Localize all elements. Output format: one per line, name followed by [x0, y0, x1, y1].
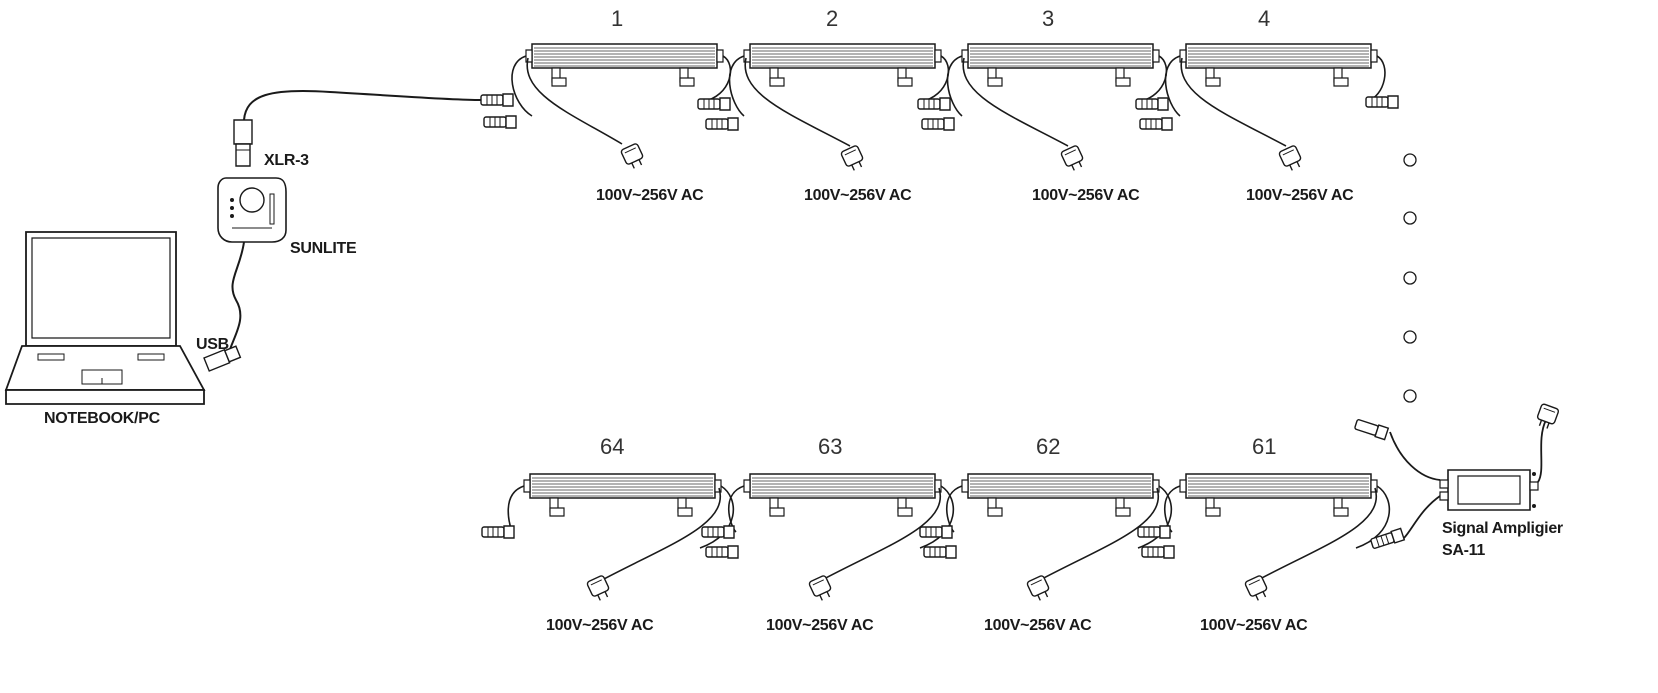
- fixture-62-xlr-out: [923, 545, 957, 559]
- fixture-2-number: 2: [826, 6, 839, 31]
- fixture-63-power-plug: [807, 574, 835, 604]
- fixture-4-number: 4: [1258, 6, 1271, 31]
- fixture-64-power-plug: [585, 574, 613, 604]
- amplifier-input-xlr: [1354, 418, 1388, 439]
- fixture-63-xlr-out: [705, 545, 739, 559]
- xlr-plug: [234, 120, 252, 166]
- amplifier-output-cable: [1404, 496, 1440, 538]
- fixture-3-xlr-in: [917, 97, 951, 111]
- fixture-1-number: 1: [611, 6, 624, 31]
- amplifier-label: Signal Ampligier: [1442, 520, 1563, 537]
- fixture-3: [948, 43, 1167, 146]
- fixture-63-voltage: 100V~256V AC: [766, 617, 874, 634]
- signal-amplifier-box: [1440, 470, 1538, 510]
- fixture-4-xlr-out: [1139, 117, 1173, 131]
- fixture-61-number: 61: [1252, 434, 1277, 459]
- fixture-1-xlr-out: [483, 115, 517, 129]
- xlr-label: XLR-3: [264, 152, 309, 169]
- notebook-label: NOTEBOOK/PC: [44, 410, 160, 427]
- dmx-cable-to-fixture-1: [244, 91, 481, 120]
- sunlite-label: SUNLITE: [290, 240, 357, 257]
- fixture-64-voltage: 100V~256V AC: [546, 617, 654, 634]
- amplifier-power-cable: [1538, 420, 1546, 482]
- fixture-63: [729, 473, 954, 580]
- fixture-64-number: 64: [600, 434, 625, 459]
- fixture-62-xlr-in: [919, 525, 953, 539]
- fixture-4: [1166, 43, 1385, 146]
- fixture-3-voltage: 100V~256V AC: [1032, 187, 1140, 204]
- sunlite-interface: [218, 178, 286, 242]
- fixture-61: [1165, 473, 1390, 580]
- notebook-pc: [6, 232, 204, 404]
- fixture-61-xlr-amp: [1369, 527, 1405, 551]
- fixture-64: [508, 473, 733, 580]
- amplifier-model-label: SA-11: [1442, 542, 1485, 559]
- fixture-2-xlr-in: [697, 97, 731, 111]
- usb-cable: [228, 242, 244, 356]
- fixture-1: [512, 43, 730, 144]
- continuation-dot: [1404, 331, 1416, 343]
- fixture-63-xlr-in: [701, 525, 735, 539]
- fixture-1-power-plug: [619, 142, 647, 172]
- fixture-62-voltage: 100V~256V AC: [984, 617, 1092, 634]
- fixture-64-xlr-start: [481, 525, 515, 539]
- amplifier-input-cable: [1390, 432, 1440, 480]
- fixture-61-xlr-in: [1137, 525, 1171, 539]
- fixture-3-number: 3: [1042, 6, 1055, 31]
- usb-label: USB: [196, 336, 229, 353]
- fixture-62: [947, 473, 1172, 580]
- fixture-3-power-plug: [1059, 144, 1087, 174]
- fixture-4-xlr-in: [1135, 97, 1169, 111]
- fixture-61-power-plug: [1243, 574, 1271, 604]
- continuation-dot: [1404, 272, 1416, 284]
- fixture-62-number: 62: [1036, 434, 1061, 459]
- fixture-4-xlr-end: [1365, 95, 1399, 109]
- usb-plug: [204, 345, 241, 371]
- continuation-dot: [1404, 390, 1416, 402]
- fixture-61-xlr-out: [1141, 545, 1175, 559]
- fixture-1-voltage: 100V~256V AC: [596, 187, 704, 204]
- fixture-2-power-plug: [839, 144, 867, 174]
- fixture-63-number: 63: [818, 434, 843, 459]
- amplifier-power-plug: [1534, 402, 1560, 431]
- fixture-2-xlr-out: [705, 117, 739, 131]
- continuation-dot: [1404, 212, 1416, 224]
- fixture-1-xlr-in: [480, 93, 514, 107]
- fixture-61-voltage: 100V~256V AC: [1200, 617, 1308, 634]
- fixture-3-xlr-out: [921, 117, 955, 131]
- fixture-4-voltage: 100V~256V AC: [1246, 187, 1354, 204]
- fixture-4-power-plug: [1277, 144, 1305, 174]
- continuation-dot: [1404, 154, 1416, 166]
- fixture-2: [730, 43, 949, 146]
- fixture-2-voltage: 100V~256V AC: [804, 187, 912, 204]
- continuation-dots: [1404, 154, 1416, 402]
- fixture-62-power-plug: [1025, 574, 1053, 604]
